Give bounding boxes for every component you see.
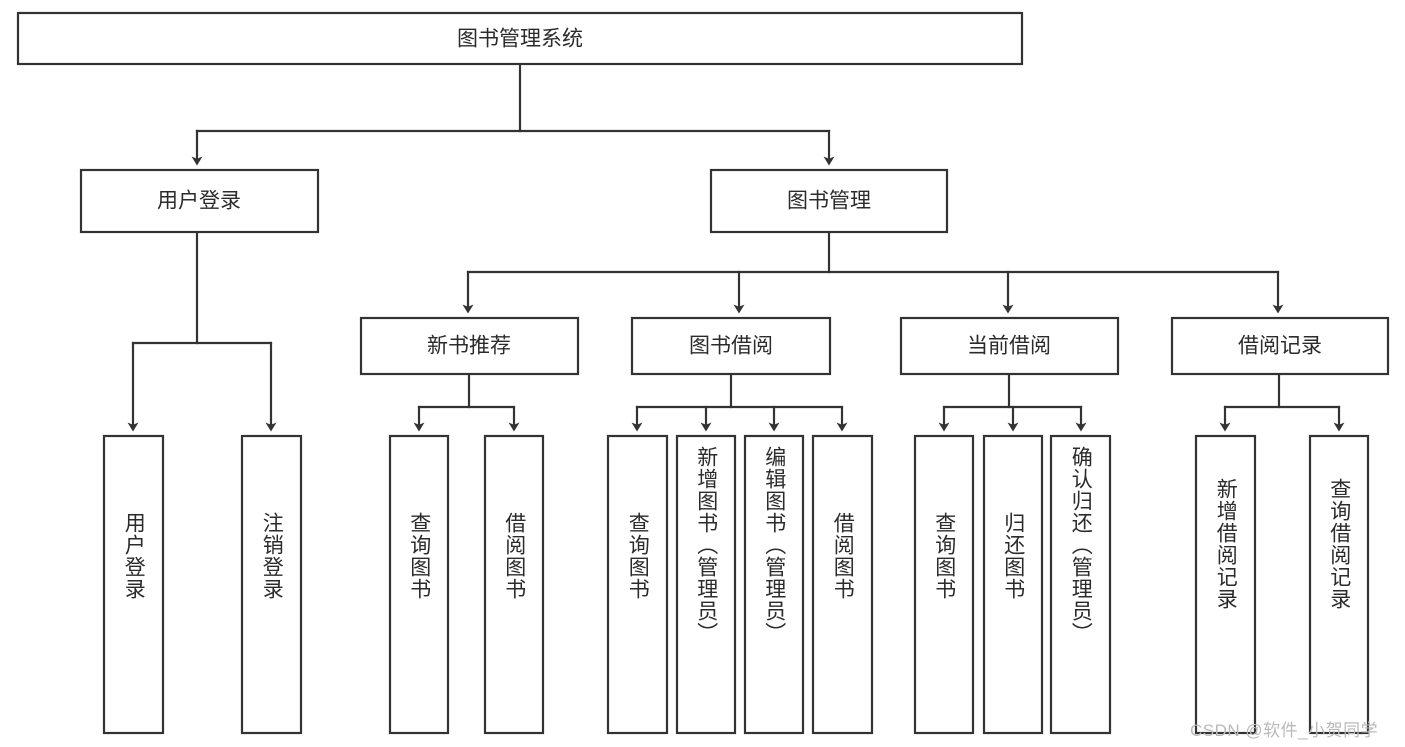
edge-group-book-borrow [631, 372, 848, 432]
node-root-label: 图书管理系统 [457, 28, 583, 51]
node-new-book-rec-rect[interactable] [359, 316, 580, 376]
node-borrow-record-label: 借阅记录 [1238, 335, 1322, 358]
csdn-watermark: CSDN @软件_小贺同学 [1190, 721, 1379, 740]
edge-group-root [191, 62, 835, 166]
node-current-borrow[interactable]: 当前借阅 [899, 316, 1120, 376]
node-user-login-label: 用户登录 [157, 190, 241, 213]
leaf-rect-group [102, 434, 1370, 735]
node-leaf-rec-query-rect[interactable] [388, 434, 450, 735]
node-leaf-current-return-rect[interactable] [982, 434, 1044, 735]
node-root[interactable]: 图书管理系统 [16, 11, 1024, 66]
edge-group-borrow-record [1219, 372, 1345, 432]
node-new-book-rec[interactable]: 新书推荐 [359, 316, 580, 376]
node-book-manage-label: 图书管理 [787, 190, 871, 213]
node-book-borrow-label: 图书借阅 [689, 335, 773, 358]
node-root-rect[interactable] [16, 11, 1024, 66]
edge-group-current-borrow [938, 372, 1087, 432]
node-new-book-rec-label: 新书推荐 [427, 335, 511, 358]
node-book-manage-rect[interactable] [709, 168, 949, 234]
node-borrow-record-rect[interactable] [1170, 316, 1390, 376]
node-leaf-user-login-rect[interactable] [102, 434, 165, 735]
node-user-login-rect[interactable] [79, 168, 320, 234]
node-current-borrow-label: 当前借阅 [967, 335, 1051, 358]
node-book-borrow[interactable]: 图书借阅 [630, 316, 832, 376]
node-leaf-borrow-lend-rect[interactable] [811, 434, 874, 735]
node-leaf-record-query-rect[interactable] [1308, 434, 1370, 735]
node-borrow-record[interactable]: 借阅记录 [1170, 316, 1390, 376]
node-book-manage[interactable]: 图书管理 [709, 168, 949, 234]
node-leaf-user-logout-rect[interactable] [240, 434, 303, 735]
node-leaf-record-add-rect[interactable] [1194, 434, 1257, 735]
edge-group-user-login [127, 230, 277, 432]
node-user-login[interactable]: 用户登录 [79, 168, 320, 234]
node-book-borrow-rect[interactable] [630, 316, 832, 376]
node-current-borrow-rect[interactable] [899, 316, 1120, 376]
node-leaf-current-confirm-rect[interactable] [1049, 434, 1112, 735]
node-leaf-current-query-rect[interactable] [913, 434, 975, 735]
node-leaf-borrow-add-rect[interactable] [675, 434, 737, 735]
edge-group-book-manage [462, 230, 1284, 314]
node-leaf-rec-borrow-rect[interactable] [483, 434, 545, 735]
edge-group-new-book-rec [413, 372, 520, 432]
node-leaf-borrow-edit-rect[interactable] [743, 434, 805, 735]
node-leaf-borrow-query-rect[interactable] [606, 434, 669, 735]
